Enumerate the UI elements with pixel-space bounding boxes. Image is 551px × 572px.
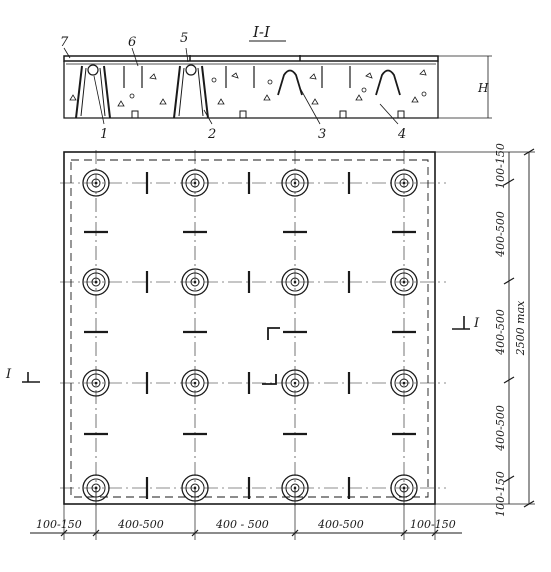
sleeve-symbol [181, 369, 209, 397]
section-view: I-I [60, 23, 492, 142]
concrete-hatch [69, 69, 427, 107]
ribs [123, 66, 351, 88]
dim-right-2: 400-500 [494, 309, 507, 356]
slab-outline [63, 61, 439, 119]
sleeve-symbol [181, 268, 209, 296]
callout-4: 4 [397, 127, 406, 142]
sleeve-symbol [390, 169, 418, 197]
sleeve-symbol [181, 169, 209, 197]
callout-7: 7 [60, 35, 69, 50]
conical-sleeve [173, 64, 209, 119]
loop-mark [267, 327, 280, 340]
cut-label-right: I [473, 316, 480, 331]
callout-5: 5 [180, 31, 188, 46]
dim-bottom-3: 400-500 [317, 518, 364, 531]
sleeve-symbol [390, 268, 418, 296]
bottom-notches [131, 110, 405, 118]
cover-plate [63, 55, 439, 62]
dim-bottom-2: 400 - 500 [215, 518, 269, 531]
bottom-dimensions: 100-150 400-500 400 - 500 400-500 100-15… [30, 488, 462, 540]
right-dimensions: 100-150 400-500 400-500 400-500 100-150 … [435, 143, 535, 517]
dim-right-bottom: 100-150 [494, 471, 507, 517]
dim-bottom-1: 400-500 [117, 518, 164, 531]
height-dimension: H [438, 55, 492, 119]
lifting-loop [277, 69, 303, 96]
cut-label-left: I [5, 367, 12, 382]
callout-1: 1 [100, 127, 108, 142]
sleeve-symbol [82, 169, 110, 197]
dim-overall: 2500 max [514, 300, 527, 356]
height-label: H [477, 81, 489, 95]
section-title: I-I [252, 23, 271, 41]
axis-lines [60, 150, 446, 508]
sleeve-symbol [82, 268, 110, 296]
callout-3: 3 [318, 127, 326, 142]
sleeve-symbol [281, 369, 309, 397]
callout-2: 2 [207, 127, 216, 142]
dim-right-3: 400-500 [494, 405, 507, 452]
conical-sleeve [75, 64, 111, 119]
callouts: 7 6 5 1 2 3 4 [60, 31, 406, 142]
sleeve-grid [82, 169, 418, 502]
plan-view: I I 100-150 400-500 400-500 400-50 [5, 143, 535, 540]
dim-right-1: 400-500 [494, 211, 507, 258]
loop-mark [262, 374, 277, 385]
dim-right-top: 100-150 [494, 143, 507, 189]
lifting-loop [375, 69, 401, 96]
dim-bottom-right: 100-150 [410, 518, 456, 531]
sleeve-symbol [390, 369, 418, 397]
plan-inner-dashed [70, 159, 429, 498]
callout-6: 6 [128, 35, 136, 50]
sleeve-symbol [281, 169, 309, 197]
dim-bottom-left: 100-150 [36, 518, 82, 531]
rib-marks [84, 172, 416, 499]
cut-marker-right: I [452, 316, 480, 331]
plan-outline [63, 151, 436, 505]
cut-marker-left: I [5, 367, 40, 383]
sleeve-symbol [281, 268, 309, 296]
sleeve-symbol [82, 369, 110, 397]
